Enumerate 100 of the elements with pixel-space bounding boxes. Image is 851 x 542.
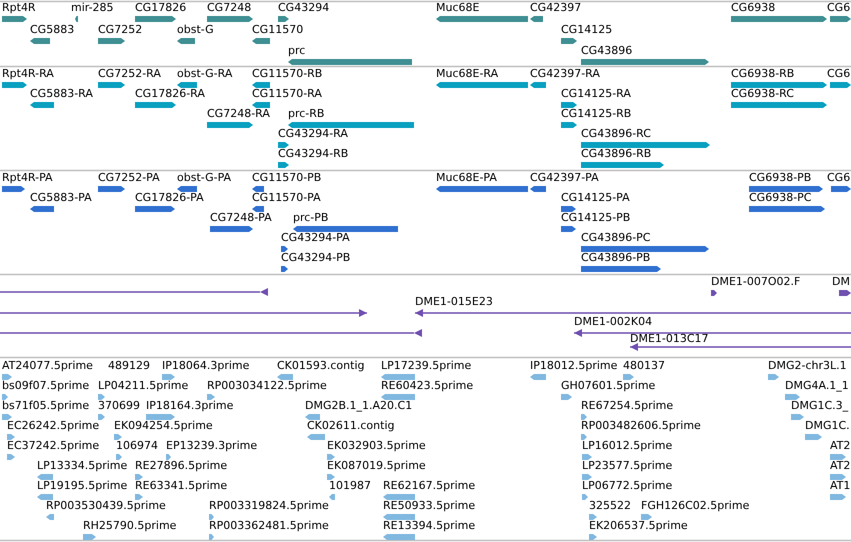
feature-label: RE67254.5prime <box>581 399 674 412</box>
feature-label: Rpt4R <box>2 1 36 14</box>
feature-label: CG43896 <box>581 44 632 57</box>
feature-label: RH25790.5prime <box>83 519 176 532</box>
feature-label: RP003362481.5prime <box>209 519 329 532</box>
feature-label: obst-G <box>177 23 214 36</box>
feature-label: CG6938-PB <box>749 171 812 184</box>
feature-label: CG43294-RB <box>278 147 348 160</box>
feature-label: LP17239.5prime <box>381 359 472 372</box>
feature-label: CG5883-RA <box>30 87 93 100</box>
feature-label: CG43896-PB <box>581 251 650 264</box>
feature-label: prc-RB <box>288 107 324 120</box>
feature-label: CG6938 <box>731 1 776 14</box>
feature-label: 325522 <box>589 499 631 512</box>
feature-label: DMG4A.1_1 <box>785 379 849 392</box>
feature-label: RP003482606.5prime <box>581 419 701 432</box>
feature-label: IP18064.3prime <box>162 359 250 372</box>
feature-label: CG11570-PB <box>252 171 322 184</box>
feature-label: CG43896-RC <box>581 127 651 140</box>
feature-label: CG5883 <box>30 23 74 36</box>
feature-label: CG43294 <box>278 1 330 14</box>
feature-label: CG11570 <box>252 23 304 36</box>
feature-label: CG14125-PA <box>561 191 630 204</box>
feature-label: CG6938-RB <box>731 67 794 80</box>
feature-label: Rpt4R-RA <box>2 67 54 80</box>
feature-label: prc <box>288 44 306 57</box>
feature-label: DME1-002K04 <box>574 315 652 328</box>
feature-label: RE27896.5prime <box>135 459 228 472</box>
feature-label: DMG1C.3_ <box>791 399 848 412</box>
feature-label: CG6 <box>827 67 850 80</box>
feature-label: CG43294-RA <box>278 127 348 140</box>
feature-label: CG17826 <box>135 1 186 14</box>
feature-label: AT2 <box>830 439 850 452</box>
feature-label: EP13239.3prime <box>166 439 258 452</box>
feature-label: AT24077.5prime <box>2 359 93 372</box>
feature-label: CG11570-PA <box>252 191 321 204</box>
feature-label: RP003530439.5prime <box>46 499 166 512</box>
feature-label: RE62167.5prime <box>383 479 476 492</box>
feature-label: RP003034122.5prime <box>207 379 327 392</box>
feature-label: CG43294-PA <box>281 231 350 244</box>
feature-label: LP04211.5prime <box>98 379 188 392</box>
feature-label: DME1-013C17 <box>630 332 709 345</box>
feature-label: CG6 <box>827 1 850 14</box>
feature-label: FGH126C02.5prime <box>641 499 750 512</box>
feature-label: CG7248-PA <box>210 211 272 224</box>
feature-label: CG42397 <box>530 1 582 14</box>
feature-label: LP19195.5prime <box>37 479 128 492</box>
feature-label: CG42397-RA <box>530 67 600 80</box>
feature-label: Muc68E <box>436 1 480 14</box>
feature-label: mir-285 <box>71 1 114 14</box>
feature-label: RE13394.5prime <box>383 519 476 532</box>
feature-label: CG6 <box>827 171 850 184</box>
feature-label: CG14125-RA <box>561 87 631 100</box>
feature-label: 101987 <box>329 479 371 492</box>
feature-label: prc-PB <box>293 211 328 224</box>
feature-label: EC26242.5prime <box>7 419 100 432</box>
feature-label: CG7252 <box>98 23 142 36</box>
feature-label: RE50933.5prime <box>383 499 476 512</box>
feature-label: LP23577.5prime <box>582 459 672 472</box>
feature-label: DMG2-chr3L.1 <box>768 359 847 372</box>
feature-label: 106974 <box>116 439 158 452</box>
feature-label: CG7252-RA <box>98 67 161 80</box>
feature-label: IP18164.3prime <box>146 399 234 412</box>
feature-label: 489129 <box>108 359 150 372</box>
feature-label: CG17826-PA <box>135 191 204 204</box>
feature-label: EK094254.5prime <box>114 419 213 432</box>
feature-label: CG17826-RA <box>135 87 205 100</box>
feature-label: GH07601.5prime <box>561 379 656 392</box>
feature-label: DM <box>832 275 850 288</box>
feature-label: DME1-015E23 <box>415 295 493 308</box>
feature-label: CG14125-RB <box>561 107 632 120</box>
feature-label: CG7248-RA <box>207 107 270 120</box>
feature-label: CG7252-PA <box>98 171 160 184</box>
feature-label: CG43294-PB <box>281 251 350 264</box>
feature-label: obst-G-PA <box>177 171 232 184</box>
feature-label: CG42397-PA <box>530 171 599 184</box>
feature-label: CG6938-RC <box>731 87 794 100</box>
feature-label: DMG1C. <box>805 419 850 432</box>
feature-label: CK02611.contig <box>307 419 394 432</box>
feature-label: CG7248 <box>207 1 252 14</box>
feature-label: AT2 <box>830 459 850 472</box>
feature-label: LP06772.5prime <box>582 479 672 492</box>
feature-label: 480137 <box>623 359 665 372</box>
feature-label: EK206537.5prime <box>589 519 688 532</box>
feature-label: CG6938-PC <box>749 191 812 204</box>
feature-label: DMG2B.1_1.A20.C1 <box>305 399 412 412</box>
feature-label: DME1-007O02.F <box>711 275 800 288</box>
feature-label: CK01593.contig <box>277 359 364 372</box>
feature-label: bs09f07.5prime <box>2 379 90 392</box>
feature-label: CG11570-RB <box>252 67 322 80</box>
feature-label: CG14125-PB <box>561 211 630 224</box>
feature-label: LP16012.5prime <box>582 439 672 452</box>
feature-label: EK087019.5prime <box>327 459 426 472</box>
feature-label: RE63341.5prime <box>135 479 228 492</box>
feature-label: LP13334.5prime <box>37 459 128 472</box>
feature-label: RE60423.5prime <box>381 379 474 392</box>
feature-label: CG14125 <box>561 23 612 36</box>
feature-label: EK032903.5prime <box>327 439 426 452</box>
feature-label: IP18012.5prime <box>530 359 618 372</box>
feature-label: Muc68E-RA <box>436 67 498 80</box>
